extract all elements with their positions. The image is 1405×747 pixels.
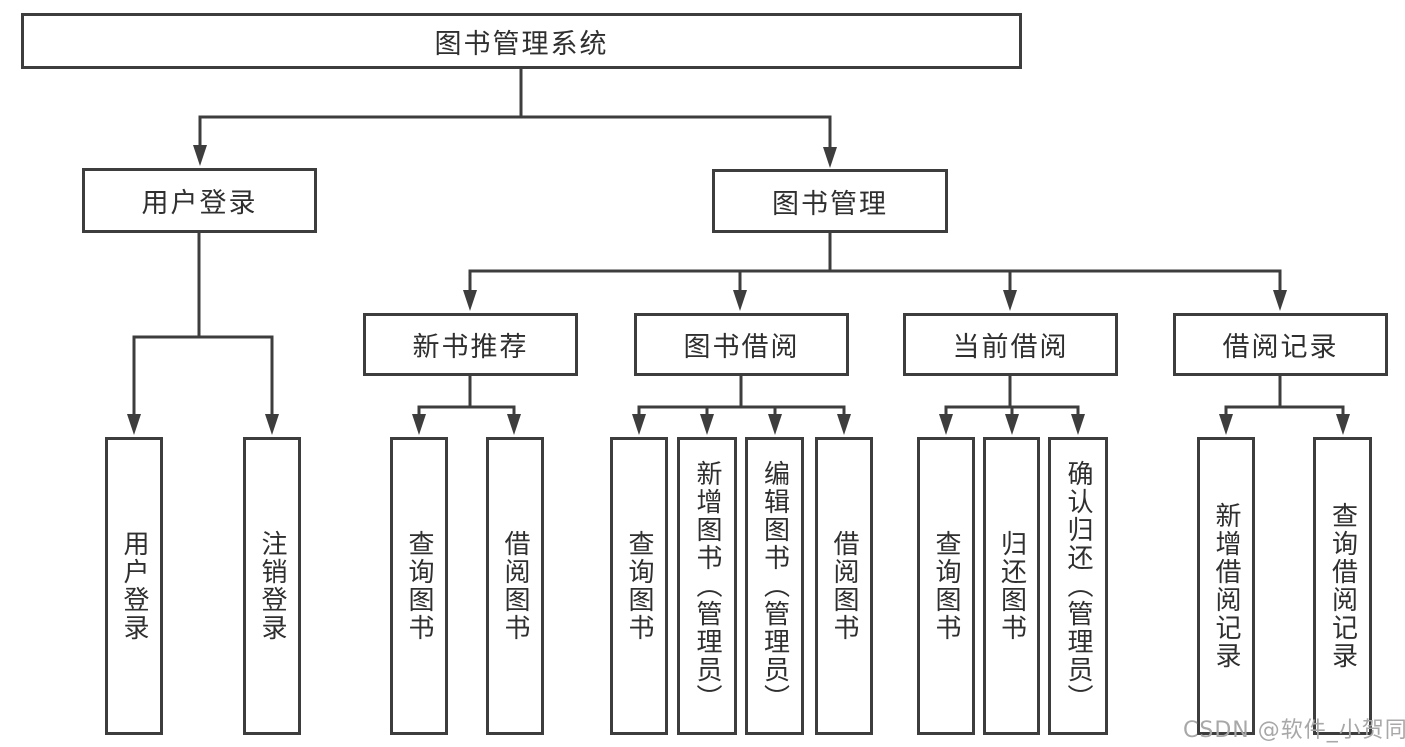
- leaf-add-book-admin: 新增图书（管理员）: [677, 437, 737, 735]
- leaf-return-book: 归还图书: [983, 437, 1040, 735]
- node-book-borrow: 图书借阅: [634, 313, 849, 376]
- node-root: 图书管理系统: [21, 13, 1022, 69]
- node-current-borrow: 当前借阅: [903, 313, 1118, 376]
- leaf-borrow-books-recommend: 借阅图书: [486, 437, 544, 735]
- leaf-query-books-recommend: 查询图书: [390, 437, 448, 735]
- leaf-confirm-return-admin: 确认归还（管理员）: [1048, 437, 1108, 735]
- leaf-query-books-borrow: 查询图书: [610, 437, 668, 735]
- leaf-logout: 注销登录: [243, 437, 301, 735]
- leaf-edit-book-admin: 编辑图书（管理员）: [745, 437, 804, 735]
- node-borrow-records: 借阅记录: [1173, 313, 1388, 376]
- leaf-borrow-books: 借阅图书: [815, 437, 873, 735]
- leaf-user-login: 用户登录: [105, 437, 163, 735]
- csdn-watermark: CSDN @软件_小贺同学: [1183, 718, 1405, 743]
- leaf-query-borrow-record: 查询借阅记录: [1313, 437, 1372, 735]
- node-book-management: 图书管理: [712, 169, 948, 233]
- node-user-login: 用户登录: [82, 168, 317, 233]
- leaf-add-borrow-record: 新增借阅记录: [1197, 437, 1255, 735]
- leaf-query-books-current: 查询图书: [917, 437, 975, 735]
- node-new-book-recommend: 新书推荐: [363, 313, 578, 376]
